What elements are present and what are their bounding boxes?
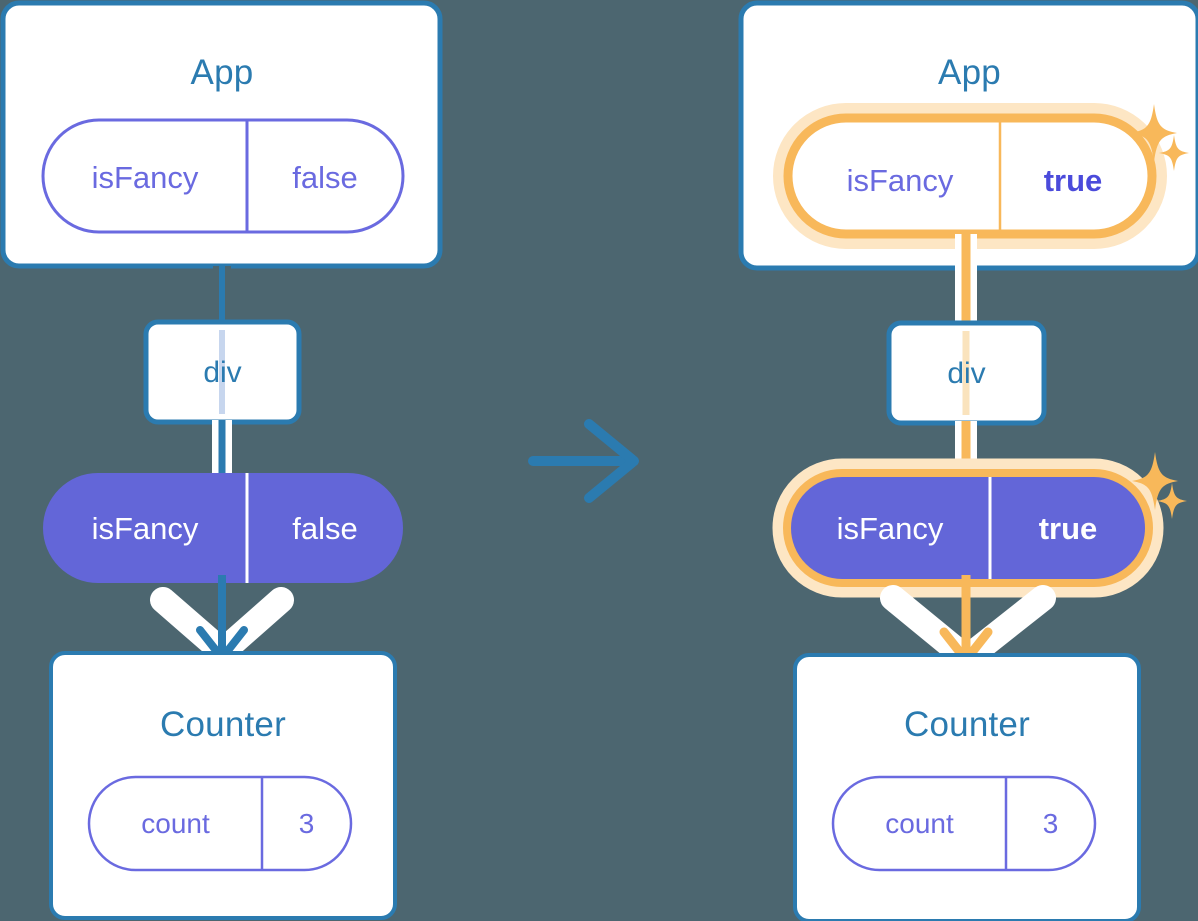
sparkle-icon-prop-large bbox=[1132, 452, 1178, 510]
sparkle-icon-app-large bbox=[1131, 104, 1177, 162]
prop-pill-right[interactable] bbox=[772, 458, 1164, 598]
app-state-pill-left[interactable] bbox=[41, 118, 405, 234]
counter-state-pill-left[interactable] bbox=[87, 775, 353, 872]
counter-state-pill-right[interactable] bbox=[831, 775, 1097, 872]
arrow-right-icon bbox=[528, 419, 639, 503]
sparkle-icon-app-small bbox=[1159, 135, 1189, 171]
flow-arrow-left bbox=[150, 575, 294, 673]
app-state-pill-right[interactable] bbox=[773, 103, 1167, 249]
sparkle-icon-prop-small bbox=[1157, 483, 1187, 519]
prop-pill-left[interactable] bbox=[43, 473, 403, 583]
